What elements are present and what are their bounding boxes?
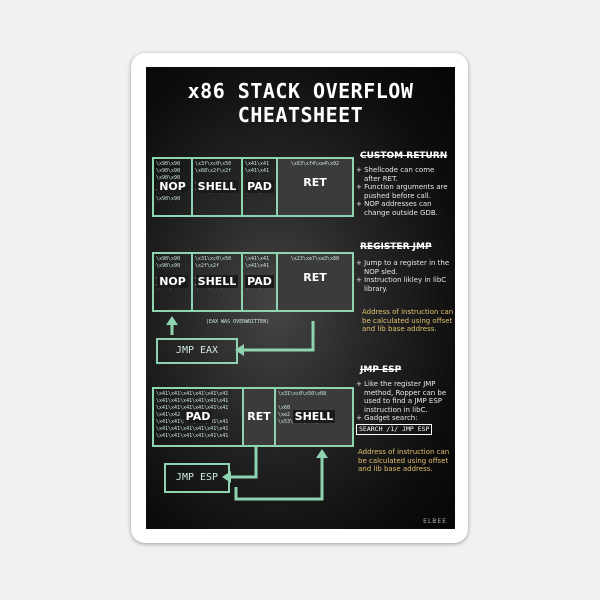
note-jmp-esp: Address of instruction can be calculated…: [358, 448, 450, 474]
cell-pad: \x41\x41 \x41\x41 \x41\x41 \x41\x41 PAD: [243, 159, 278, 215]
cell-shell: \x31\xc0\x50\x68 \x60 \xe2 \x53\x89\xe7\…: [276, 389, 352, 445]
stack-block-custom-return: \x90\x90 \x90\x90 \x90\x90 \x90\x90 \x90…: [152, 157, 354, 217]
arrowhead-left-1: [235, 344, 244, 356]
gadget-search-command: SEARCH /1/ JMP ESP: [356, 423, 433, 435]
bullet-item: + Shellcode can come after RET.: [356, 166, 435, 183]
cell-label: SHELL: [292, 410, 336, 423]
jmp-esp-label: JMP ESP: [175, 472, 219, 483]
title-line-2: CHEATSHEET: [237, 103, 364, 127]
title-line-1: x86 STACK OVERFLOW: [187, 79, 414, 103]
jmp-eax-box: JMP EAX: [156, 338, 238, 364]
cell-label: SHELL: [195, 275, 239, 288]
cell-label: RET: [303, 176, 327, 189]
stack-block-jmp-esp: \x41\x41\x41\x41\x41\x41 \x41\x41\x41\x4…: [152, 387, 354, 447]
bullets-register-jmp: + Jump to a register in the NOP sled. + …: [356, 259, 453, 293]
cell-nop: \x90\x90 \x90\x90 \x90\x90 \x90\x90 NOP: [154, 254, 193, 310]
arrow-ret-to-jmp-esp: [228, 457, 258, 479]
cell-ret: \x23\xe7\xa3\x80 RET: [278, 254, 352, 310]
cell-label: NOP: [157, 275, 188, 288]
stack-block-register-jmp: \x90\x90 \x90\x90 \x90\x90 \x90\x90 NOP …: [152, 252, 354, 312]
cell-label: PAD: [245, 275, 274, 288]
bullet-item: + Function arguments are pushed before c…: [356, 183, 448, 200]
cell-label: RET: [247, 410, 271, 423]
cell-label: PAD: [245, 180, 274, 193]
note-register-jmp: Address of instruction can be calculated…: [362, 308, 454, 334]
arrowhead-up-1: [166, 316, 178, 325]
arrowhead-up-2: [316, 449, 328, 458]
cell-ret: \x63\xf4\xe4\x02 RET: [278, 159, 352, 215]
cell-pad: \x41\x41\x41\x41\x41\x41 \x41\x41\x41\x4…: [154, 389, 244, 445]
arrow-ret-to-jmp-eax: [241, 321, 315, 352]
bullet-item: + Jump to a register in the NOP sled.: [356, 259, 450, 276]
bullet-item: + Instruction likley in libC library.: [356, 276, 447, 293]
arrow-jmp-esp-to-shell: [234, 457, 324, 501]
bullets-custom-return: + Shellcode can come after RET. + Functi…: [356, 166, 453, 218]
hex-bytes: \x23\xe7\xa3\x80: [290, 256, 340, 262]
poster-title: x86 STACK OVERFLOW CHEATSHEET: [146, 79, 455, 127]
heading-jmp-esp: JMP ESP: [360, 365, 402, 375]
cell-label: SHELL: [195, 180, 239, 193]
cell-label: PAD: [183, 410, 213, 423]
jmp-esp-box: JMP ESP: [164, 463, 230, 493]
cell-ret: RET: [244, 389, 276, 445]
artist-signature: ELBEE: [423, 518, 447, 525]
gadget-command: SEARCH /1/ JMP ESP: [356, 423, 453, 435]
bullet-item: + Gadget search:: [356, 414, 418, 423]
bullet-item: + Like the register JMP method, Ropper c…: [356, 380, 447, 414]
cheatsheet-poster: x86 STACK OVERFLOW CHEATSHEET \x90\x90 \…: [146, 67, 455, 529]
cell-nop: \x90\x90 \x90\x90 \x90\x90 \x90\x90 \x90…: [154, 159, 193, 215]
heading-custom-return: CUSTOM RETURN: [360, 151, 448, 161]
cell-shell: \x3f\xc0\x50 \x68\x2f\x2f \x6e\x89\xe3 \…: [193, 159, 243, 215]
cell-shell: \x31\xc0\x50 \x2f\x2f \xa1\x9e\x23 \x50\…: [193, 254, 243, 310]
eax-overwritten-note: (EAX WAS OVERWRITTEN): [206, 319, 270, 325]
bullet-item: + NOP addresses can change outside GDB.: [356, 200, 438, 217]
hex-bytes: \x63\xf4\xe4\x02: [290, 161, 340, 167]
jmp-eax-label: JMP EAX: [175, 345, 219, 356]
heading-register-jmp: REGISTER JMP: [360, 242, 432, 252]
cell-pad: \x41\x41 \x41\x41 \x41\x41 \x41\x41 PAD: [243, 254, 278, 310]
cell-label: NOP: [157, 180, 188, 193]
cell-label: RET: [303, 271, 327, 284]
bullets-jmp-esp: + Like the register JMP method, Ropper c…: [356, 380, 453, 435]
